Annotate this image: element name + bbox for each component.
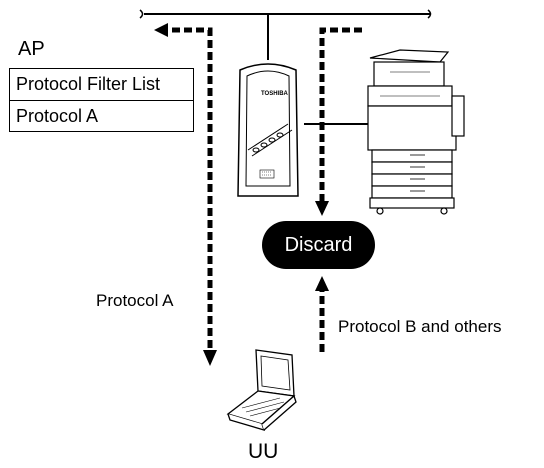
filter-table-row: Protocol A bbox=[10, 100, 193, 132]
mfp-printer bbox=[367, 49, 465, 215]
network-bus bbox=[139, 9, 432, 60]
protocol-a-arrowhead-left bbox=[154, 23, 168, 37]
protocol-filter-table: Protocol Filter List Protocol A bbox=[9, 68, 194, 132]
protocol-b-flow bbox=[315, 276, 329, 352]
discard-node: Discard bbox=[262, 221, 375, 269]
protocol-a-label: Protocol A bbox=[96, 291, 174, 310]
filter-table-header: Protocol Filter List bbox=[16, 74, 161, 94]
protocol-a-arrowhead-down bbox=[203, 350, 217, 366]
protocol-b-arrowhead bbox=[315, 276, 329, 291]
device-led-panel bbox=[247, 123, 293, 179]
uu-label: UU bbox=[248, 440, 279, 463]
toshiba-device: TOSHIBA bbox=[237, 63, 299, 197]
bus-to-discard-flow bbox=[315, 27, 362, 216]
ap-label: AP bbox=[18, 38, 45, 60]
laptop-uu bbox=[226, 349, 297, 431]
bus-to-discard-arrowhead bbox=[315, 201, 329, 216]
protocol-b-label: Protocol B and others bbox=[338, 317, 502, 336]
device-brand-text: TOSHIBA bbox=[261, 91, 289, 97]
protocol-a-flow bbox=[154, 23, 217, 366]
